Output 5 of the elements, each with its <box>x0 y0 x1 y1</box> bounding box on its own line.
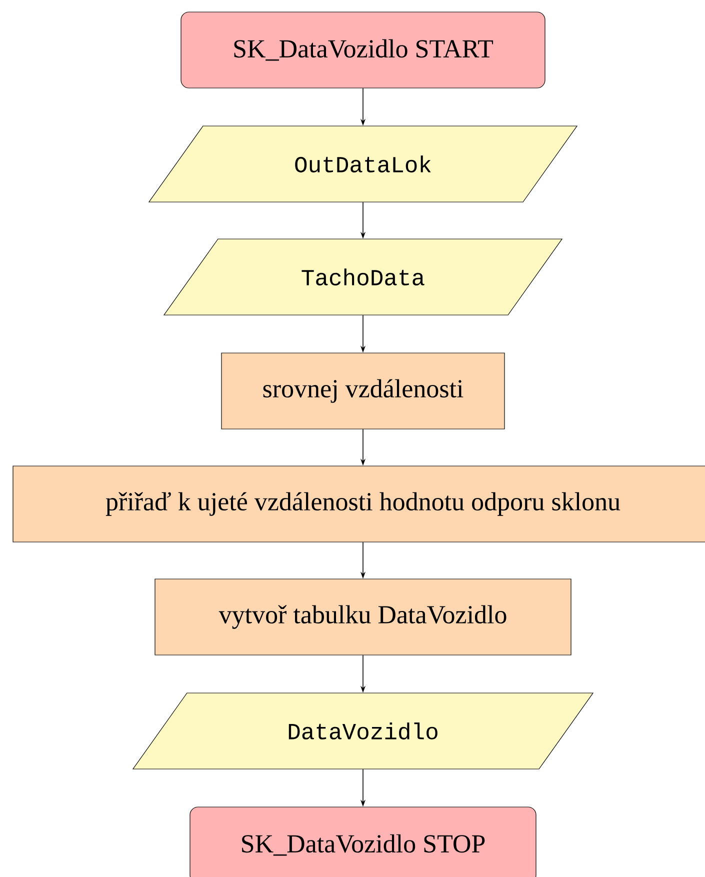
process-box: přiřaď k ujeté vzdálenosti hodnotu odporu sklonu <box>12 466 705 542</box>
terminal-box: SK_DataVozidlo STOP <box>190 806 536 877</box>
terminal-box: SK_DataVozidlo START <box>180 12 546 88</box>
process-box: vytvoř tabulku DataVozidlo <box>154 578 572 656</box>
process-box: srovnej vzdálenosti <box>221 352 505 430</box>
